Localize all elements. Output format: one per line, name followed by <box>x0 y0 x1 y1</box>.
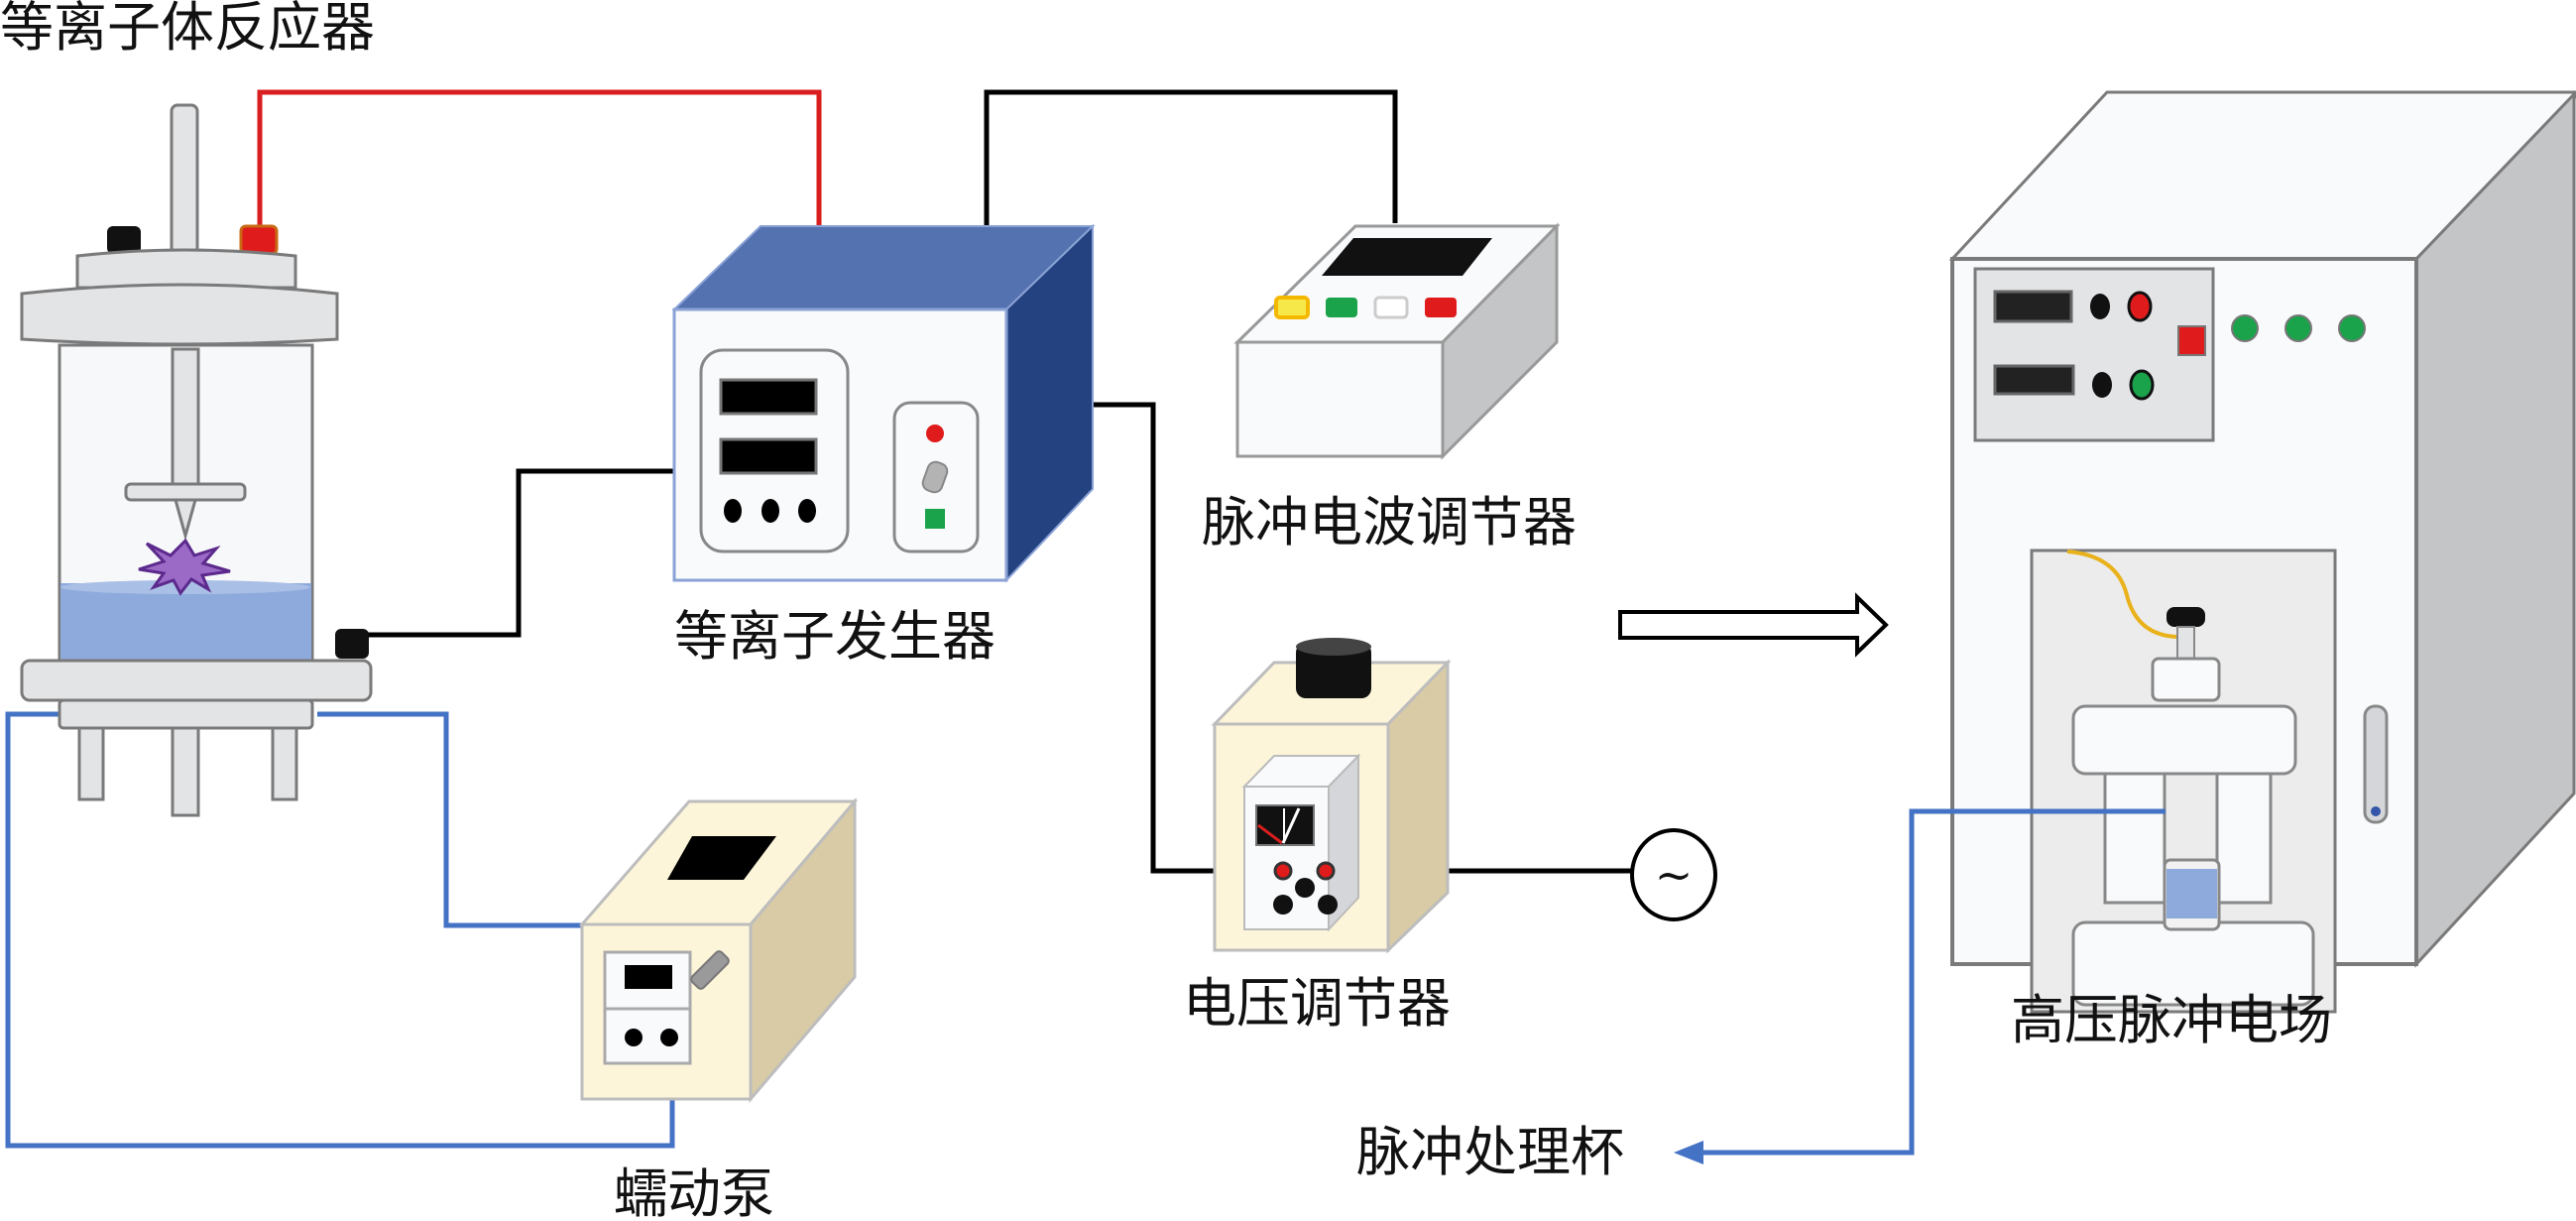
cabinet-button-green <box>2129 369 2155 401</box>
terminal-red <box>1273 861 1293 881</box>
plasma-spark-icon <box>138 538 231 596</box>
terminal-black <box>1318 895 1338 915</box>
arrowhead-icon <box>1674 1141 1703 1164</box>
label-voltage-regulator: 电压调节器 <box>1183 972 1451 1035</box>
label-pulse-wave-regulator: 脉冲电波调节器 <box>1202 491 1577 553</box>
reactor-top-lid <box>75 248 297 290</box>
pump-display <box>625 965 672 989</box>
label-plasma-reactor: 等离子体反应器 <box>0 0 375 59</box>
upper-platen <box>2071 704 2297 776</box>
high-voltage-pulse-cabinet: 高压脉冲电场 <box>1948 90 2576 1051</box>
pulse-regulator-screen <box>1322 238 1492 276</box>
reactor-top-flange <box>20 283 339 346</box>
generator-display-1 <box>719 378 818 416</box>
electrode-cap <box>2166 607 2205 627</box>
reactor-electrode-tip <box>174 498 197 542</box>
knob-top <box>1296 638 1371 656</box>
ac-source-icon: ~ <box>1655 848 1694 902</box>
electrode-holder <box>2151 657 2221 702</box>
support-column-left <box>2103 772 2166 905</box>
ac-power-source: ~ <box>1630 828 1717 921</box>
generator-knob <box>798 499 816 523</box>
cabinet-green-led <box>2284 314 2312 342</box>
pump-knob <box>625 1029 643 1046</box>
cabinet-green-led <box>2231 314 2259 342</box>
generator-knob <box>724 499 742 523</box>
generator-knob <box>761 499 779 523</box>
bottom-black-terminal <box>335 629 369 659</box>
pump-top-window <box>667 836 776 880</box>
black-terminal <box>107 226 141 254</box>
label-pulse-treatment-cup: 脉冲处理杯 <box>1356 1121 1624 1183</box>
reactor-leg <box>271 726 298 801</box>
blue-tube-reactor-to-pump <box>317 711 582 928</box>
terminal-black <box>1273 895 1293 915</box>
pulse-regulator-led-green <box>1326 298 1357 317</box>
generator-toggle-switch <box>921 460 949 494</box>
cabinet-display-1 <box>1993 290 2073 323</box>
generator-green-button <box>925 509 945 529</box>
connections <box>5 89 2114 1164</box>
voltmeter-needle-red <box>1257 823 1283 845</box>
cabinet-red-switch <box>2177 325 2206 356</box>
voltmeter-needle-white <box>1281 807 1301 844</box>
red-terminal <box>239 224 279 256</box>
cabinet-display-2 <box>1993 364 2075 396</box>
reactor-liquid <box>60 583 311 661</box>
cabinet-door-handle[interactable] <box>2363 704 2389 824</box>
cabinet-green-led <box>2338 314 2366 342</box>
terminal-red <box>1316 861 1336 881</box>
reactor-base-plate <box>58 698 314 730</box>
process-arrow-icon <box>1618 592 1889 658</box>
plasma-generator: 等离子发生器 <box>671 223 1096 668</box>
label-high-voltage-pulsed-field: 高压脉冲电场 <box>2011 989 2332 1051</box>
pump-knob <box>660 1029 678 1046</box>
support-column-right <box>2215 772 2273 905</box>
cabinet-knob-black <box>2090 294 2110 319</box>
pulse-regulator-front <box>1235 340 1445 458</box>
pulse-regulator-led-yellow <box>1274 296 1310 319</box>
plasma-reactor: 等离子体反应器 <box>0 0 375 817</box>
reactor-electrode-rod <box>171 347 200 498</box>
pump-lever <box>690 950 730 990</box>
pulse-wave-regulator: 脉冲电波调节器 <box>1202 222 1577 553</box>
blue-tube-pump-return <box>5 711 675 1149</box>
electrode-stem <box>2176 626 2195 662</box>
black-wire-reactor-to-generator <box>357 468 676 638</box>
black-wire-generator-to-pulse-regulator <box>984 89 1398 230</box>
pulse-regulator-led-white <box>1373 296 1409 319</box>
voltage-regulator-knob <box>1296 643 1371 698</box>
generator-display-2 <box>719 437 818 475</box>
reactor-electrode-disc <box>124 482 247 502</box>
reactor-leg <box>77 726 105 801</box>
label-plasma-generator: 等离子发生器 <box>674 605 995 668</box>
terminal-black <box>1295 878 1315 898</box>
door-handle-button <box>2371 806 2381 816</box>
red-wire <box>257 89 822 238</box>
peristaltic-pump: 蠕动泵 <box>578 796 859 1221</box>
cabinet-knob-black <box>2092 372 2112 398</box>
reactor-leg <box>171 726 200 817</box>
reactor-top-rod <box>170 103 199 256</box>
cup-liquid <box>2166 869 2217 918</box>
cabinet-button-red <box>2127 291 2153 322</box>
yellow-cable <box>2066 549 2177 639</box>
pulse-regulator-led-red <box>1425 298 1457 317</box>
generator-red-indicator <box>926 425 944 442</box>
ac-source-circle <box>1630 828 1717 921</box>
reactor-bottom-flange <box>20 659 373 702</box>
label-peristaltic-pump: 蠕动泵 <box>614 1162 774 1221</box>
voltage-regulator: 电压调节器 <box>1183 638 1452 1035</box>
